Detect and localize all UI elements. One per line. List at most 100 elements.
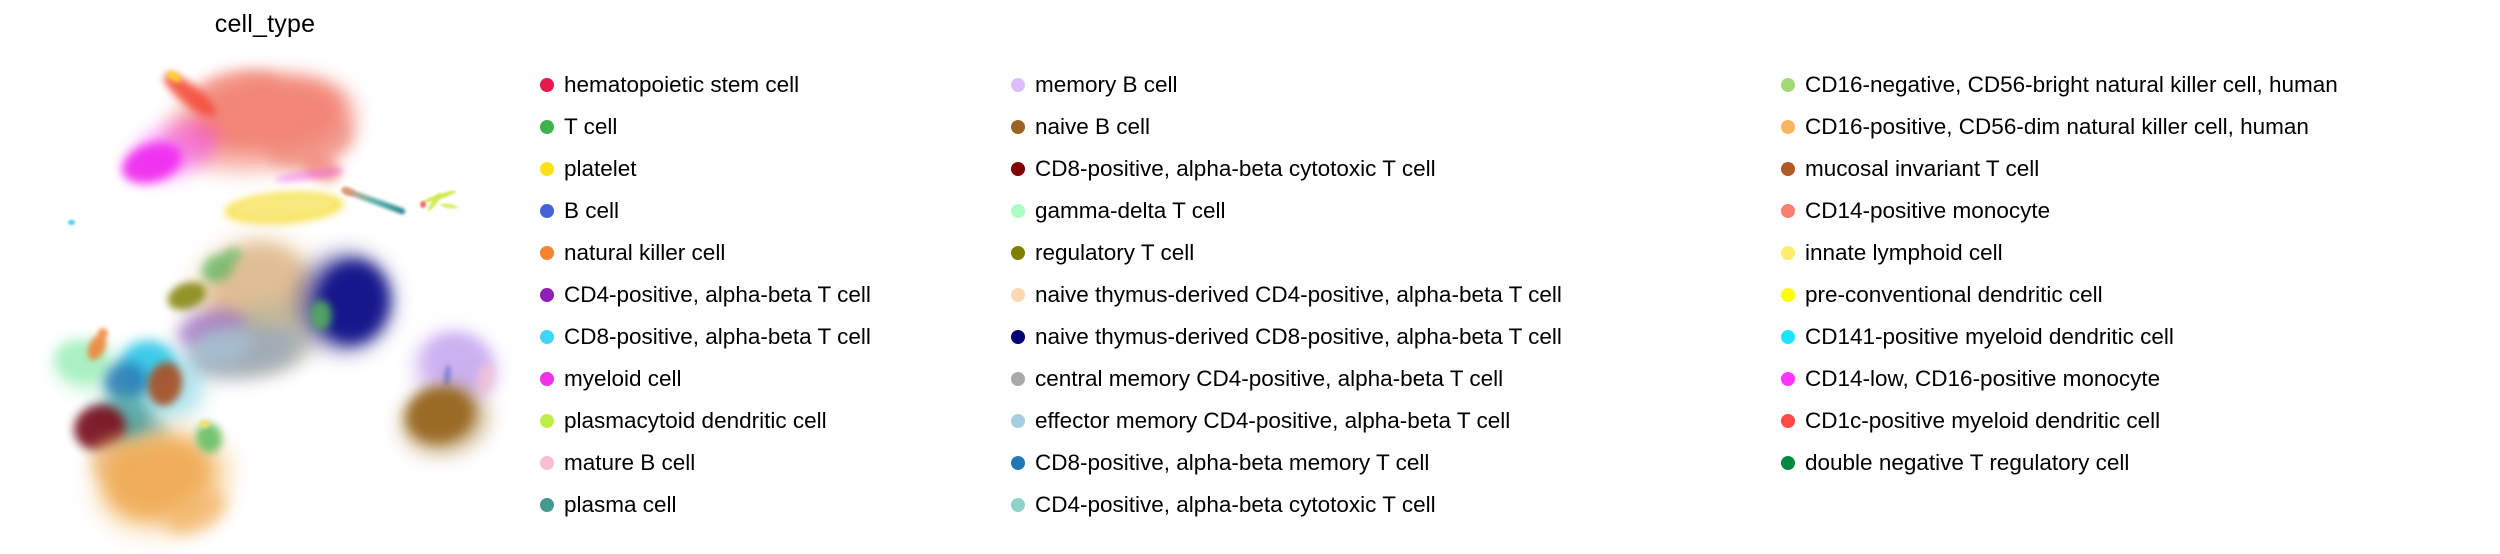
legend-item: plasmacytoid dendritic cell — [540, 400, 871, 442]
legend-color-dot — [540, 246, 554, 260]
legend-color-dot — [540, 120, 554, 134]
legend-item: double negative T regulatory cell — [1781, 442, 2338, 484]
legend-color-dot — [540, 78, 554, 92]
legend-item: gamma-delta T cell — [1011, 190, 1562, 232]
legend-label: hematopoietic stem cell — [564, 71, 800, 97]
legend-label: CD4-positive, alpha-beta cytotoxic T cel… — [1035, 491, 1436, 517]
legend-item: CD8-positive, alpha-beta cytotoxic T cel… — [1011, 148, 1562, 190]
legend-item: B cell — [540, 190, 871, 232]
legend-label: pre-conventional dendritic cell — [1805, 281, 2103, 307]
legend-label: naive thymus-derived CD8-positive, alpha… — [1035, 323, 1562, 349]
legend-item: central memory CD4-positive, alpha-beta … — [1011, 358, 1562, 400]
legend-label: effector memory CD4-positive, alpha-beta… — [1035, 407, 1511, 433]
legend-color-dot — [1781, 372, 1795, 386]
legend-item: CD4-positive, alpha-beta T cell — [540, 274, 871, 316]
legend-label: CD16-negative, CD56-bright natural kille… — [1805, 71, 2338, 97]
plot-title: cell_type — [214, 10, 316, 38]
legend-item: CD141-positive myeloid dendritic cell — [1781, 316, 2338, 358]
legend-color-dot — [1781, 414, 1795, 428]
legend-color-dot — [540, 498, 554, 512]
legend-color-dot — [1011, 372, 1025, 386]
legend-label: CD4-positive, alpha-beta T cell — [564, 281, 871, 307]
legend-label: myeloid cell — [564, 365, 682, 391]
legend-label: plasma cell — [564, 491, 677, 517]
legend-color-dot — [540, 288, 554, 302]
legend-item: CD8-positive, alpha-beta T cell — [540, 316, 871, 358]
legend-item: mature B cell — [540, 442, 871, 484]
legend-label: naive B cell — [1035, 113, 1151, 139]
legend-label: mature B cell — [564, 449, 696, 475]
legend-item: naive thymus-derived CD4-positive, alpha… — [1011, 274, 1562, 316]
legend-item: T cell — [540, 106, 871, 148]
legend-label: CD8-positive, alpha-beta cytotoxic T cel… — [1035, 155, 1436, 181]
umap-cluster-blob — [310, 300, 332, 330]
legend-color-dot — [1011, 162, 1025, 176]
legend-color-dot — [1781, 288, 1795, 302]
legend-color-dot — [1781, 330, 1795, 344]
legend-label: CD8-positive, alpha-beta memory T cell — [1035, 449, 1430, 475]
legend-item: CD1c-positive myeloid dendritic cell — [1781, 400, 2338, 442]
legend-column-3: CD16-negative, CD56-bright natural kille… — [1781, 64, 2338, 484]
legend-item: CD16-positive, CD56-dim natural killer c… — [1781, 106, 2338, 148]
legend-color-dot — [1011, 78, 1025, 92]
legend-color-dot — [1781, 456, 1795, 470]
legend-color-dot — [1011, 246, 1025, 260]
legend-color-dot — [1011, 414, 1025, 428]
legend-label: B cell — [564, 197, 620, 223]
legend-color-dot — [1011, 498, 1025, 512]
legend-label: platelet — [564, 155, 637, 181]
legend-item: CD16-negative, CD56-bright natural kille… — [1781, 64, 2338, 106]
legend-item: mucosal invariant T cell — [1781, 148, 2338, 190]
legend-item: CD8-positive, alpha-beta memory T cell — [1011, 442, 1562, 484]
umap-cluster-blob — [67, 219, 75, 225]
legend-color-dot — [540, 204, 554, 218]
legend-label: mucosal invariant T cell — [1805, 155, 2040, 181]
legend-item: platelet — [540, 148, 871, 190]
legend-color-dot — [540, 330, 554, 344]
legend-color-dot — [1781, 204, 1795, 218]
legend-label: plasmacytoid dendritic cell — [564, 407, 827, 433]
legend-color-dot — [540, 456, 554, 470]
legend-item: effector memory CD4-positive, alpha-beta… — [1011, 400, 1562, 442]
umap-cluster-blob — [420, 200, 426, 208]
umap-cluster-blob — [439, 202, 459, 210]
legend-color-dot — [1011, 288, 1025, 302]
umap-cluster-blob — [198, 420, 210, 428]
legend-item: regulatory T cell — [1011, 232, 1562, 274]
legend-color-dot — [540, 162, 554, 176]
legend-column-1: hematopoietic stem cell T cell platelet B c… — [540, 64, 871, 526]
legend-color-dot — [1781, 120, 1795, 134]
legend-item: pre-conventional dendritic cell — [1781, 274, 2338, 316]
legend-label: CD14-positive monocyte — [1805, 197, 2051, 223]
legend-color-dot — [1781, 78, 1795, 92]
legend-color-dot — [540, 414, 554, 428]
legend-label: CD8-positive, alpha-beta T cell — [564, 323, 871, 349]
legend-item: hematopoietic stem cell — [540, 64, 871, 106]
legend-label: CD141-positive myeloid dendritic cell — [1805, 323, 2174, 349]
legend-label: CD1c-positive myeloid dendritic cell — [1805, 407, 2161, 433]
legend-color-dot — [540, 372, 554, 386]
legend-item: naive B cell — [1011, 106, 1562, 148]
umap-cluster-blob — [98, 328, 108, 338]
legend-label: double negative T regulatory cell — [1805, 449, 2130, 475]
legend-color-dot — [1011, 120, 1025, 134]
umap-cluster-blob — [223, 247, 243, 263]
legend-label: regulatory T cell — [1035, 239, 1195, 265]
legend-color-dot — [1011, 456, 1025, 470]
legend-item: innate lymphoid cell — [1781, 232, 2338, 274]
legend-label: innate lymphoid cell — [1805, 239, 2003, 265]
legend-item: myeloid cell — [540, 358, 871, 400]
legend-label: CD16-positive, CD56-dim natural killer c… — [1805, 113, 2309, 139]
legend-color-dot — [1011, 204, 1025, 218]
legend-item: memory B cell — [1011, 64, 1562, 106]
legend-label: natural killer cell — [564, 239, 726, 265]
legend-label: gamma-delta T cell — [1035, 197, 1226, 223]
legend-item: naive thymus-derived CD8-positive, alpha… — [1011, 316, 1562, 358]
legend-color-dot — [1781, 162, 1795, 176]
legend-item: CD14-positive monocyte — [1781, 190, 2338, 232]
legend-color-dot — [1011, 330, 1025, 344]
legend-label: memory B cell — [1035, 71, 1178, 97]
